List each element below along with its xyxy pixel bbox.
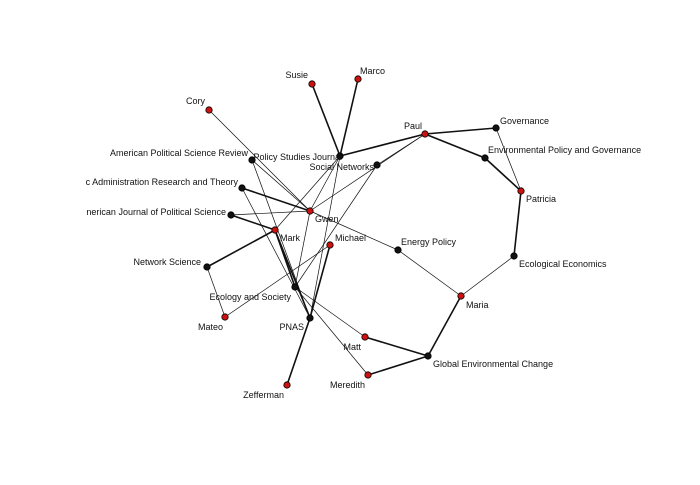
edge-meredith-gec xyxy=(367,355,429,376)
node-marco xyxy=(354,75,362,83)
node-governance xyxy=(492,124,500,132)
edge-paul-gwen xyxy=(309,133,426,212)
node-psj xyxy=(336,152,344,160)
node-epg xyxy=(481,154,489,162)
edge-gwen-ecosoc xyxy=(294,210,311,288)
node-label-ecoecon: Ecological Economics xyxy=(519,259,607,269)
edge-mark-pnas xyxy=(274,229,311,319)
edge-socnet-ecosoc xyxy=(294,164,378,288)
node-paul xyxy=(421,130,429,138)
node-jpart xyxy=(238,184,246,192)
node-netsci xyxy=(203,263,211,271)
node-maria xyxy=(457,292,465,300)
node-ecosoc xyxy=(291,283,299,291)
edge-apsr-gwen xyxy=(251,159,311,212)
node-label-patricia: Patricia xyxy=(526,194,556,204)
node-label-meredith: Meredith xyxy=(330,380,365,390)
node-mateo xyxy=(221,313,229,321)
node-label-jpart: c Administration Research and Theory xyxy=(86,177,239,187)
edge-mateo-michael xyxy=(224,244,331,318)
edge-susie-psj xyxy=(311,83,341,157)
nodes-layer xyxy=(203,75,525,389)
node-apsr xyxy=(248,156,256,164)
node-zefferman xyxy=(283,381,291,389)
node-label-mateo: Mateo xyxy=(198,322,223,332)
edge-ecosoc-meredith xyxy=(294,286,369,376)
node-energy xyxy=(394,246,402,254)
node-cory xyxy=(205,106,213,114)
node-ajps xyxy=(227,211,235,219)
edge-epg-patricia xyxy=(484,157,522,192)
edge-psj-paul xyxy=(339,133,426,157)
edge-ecosoc-matt xyxy=(294,286,366,338)
edges-layer xyxy=(206,78,522,386)
edge-maria-energy xyxy=(397,249,462,297)
node-label-gwen: Gwen xyxy=(315,214,339,224)
edge-paul-governance xyxy=(424,127,497,135)
node-label-matt: Matt xyxy=(343,342,361,352)
node-label-governance: Governance xyxy=(500,116,549,126)
node-meredith xyxy=(364,371,372,379)
node-label-mark: Mark xyxy=(280,233,300,243)
node-michael xyxy=(326,241,334,249)
node-label-pnas: PNAS xyxy=(279,322,304,332)
edge-ecoecon-maria xyxy=(460,255,515,297)
node-susie xyxy=(308,80,316,88)
node-label-susie: Susie xyxy=(285,70,308,80)
edge-netsci-mateo xyxy=(206,266,226,318)
node-socnet xyxy=(373,161,381,169)
node-matt xyxy=(361,333,369,341)
edge-netsci-mark xyxy=(206,229,276,268)
edge-marco-psj xyxy=(339,78,359,157)
node-label-gec: Global Environmental Change xyxy=(433,359,553,369)
edge-psj-gwen xyxy=(309,155,341,212)
node-label-ecosoc: Ecology and Society xyxy=(209,292,291,302)
node-mark xyxy=(271,226,279,234)
edge-jpart-gwen xyxy=(241,187,311,212)
edge-governance-patricia xyxy=(495,127,522,192)
edge-ajps-mark xyxy=(230,214,276,231)
edge-michael-pnas xyxy=(309,244,331,319)
node-label-epg: Environmental Policy and Governance xyxy=(488,145,641,155)
node-label-ajps: nerican Journal of Political Science xyxy=(86,207,226,217)
node-label-zefferman: Zefferman xyxy=(243,390,284,400)
node-ecoecon xyxy=(510,252,518,260)
edge-jpart-pnas xyxy=(241,187,311,319)
node-label-michael: Michael xyxy=(335,233,366,243)
edge-paul-epg xyxy=(424,133,486,159)
node-label-socnet: Social Networks xyxy=(309,162,374,172)
node-label-apsr: American Political Science Review xyxy=(110,148,249,158)
node-label-paul: Paul xyxy=(404,121,422,131)
edge-ajps-gwen xyxy=(230,210,311,216)
edge-pnas-zefferman xyxy=(286,317,311,386)
edge-psj-mark xyxy=(274,155,341,231)
node-label-energy: Energy Policy xyxy=(401,237,457,247)
node-patricia xyxy=(517,187,525,195)
node-gwen xyxy=(306,207,314,215)
node-label-marco: Marco xyxy=(360,66,385,76)
edge-psj-pnas xyxy=(309,155,341,319)
edge-matt-gec xyxy=(364,336,429,357)
node-label-maria: Maria xyxy=(466,300,489,310)
edge-energy-gwen xyxy=(309,210,399,251)
node-gec xyxy=(424,352,432,360)
node-label-psj: Policy Studies Journal xyxy=(253,152,342,162)
node-pnas xyxy=(306,314,314,322)
node-label-netsci: Network Science xyxy=(133,257,201,267)
edge-maria-gec xyxy=(427,295,462,357)
edge-cory-gwen xyxy=(208,109,311,212)
edge-patricia-ecoecon xyxy=(513,190,522,257)
node-label-cory: Cory xyxy=(186,96,206,106)
